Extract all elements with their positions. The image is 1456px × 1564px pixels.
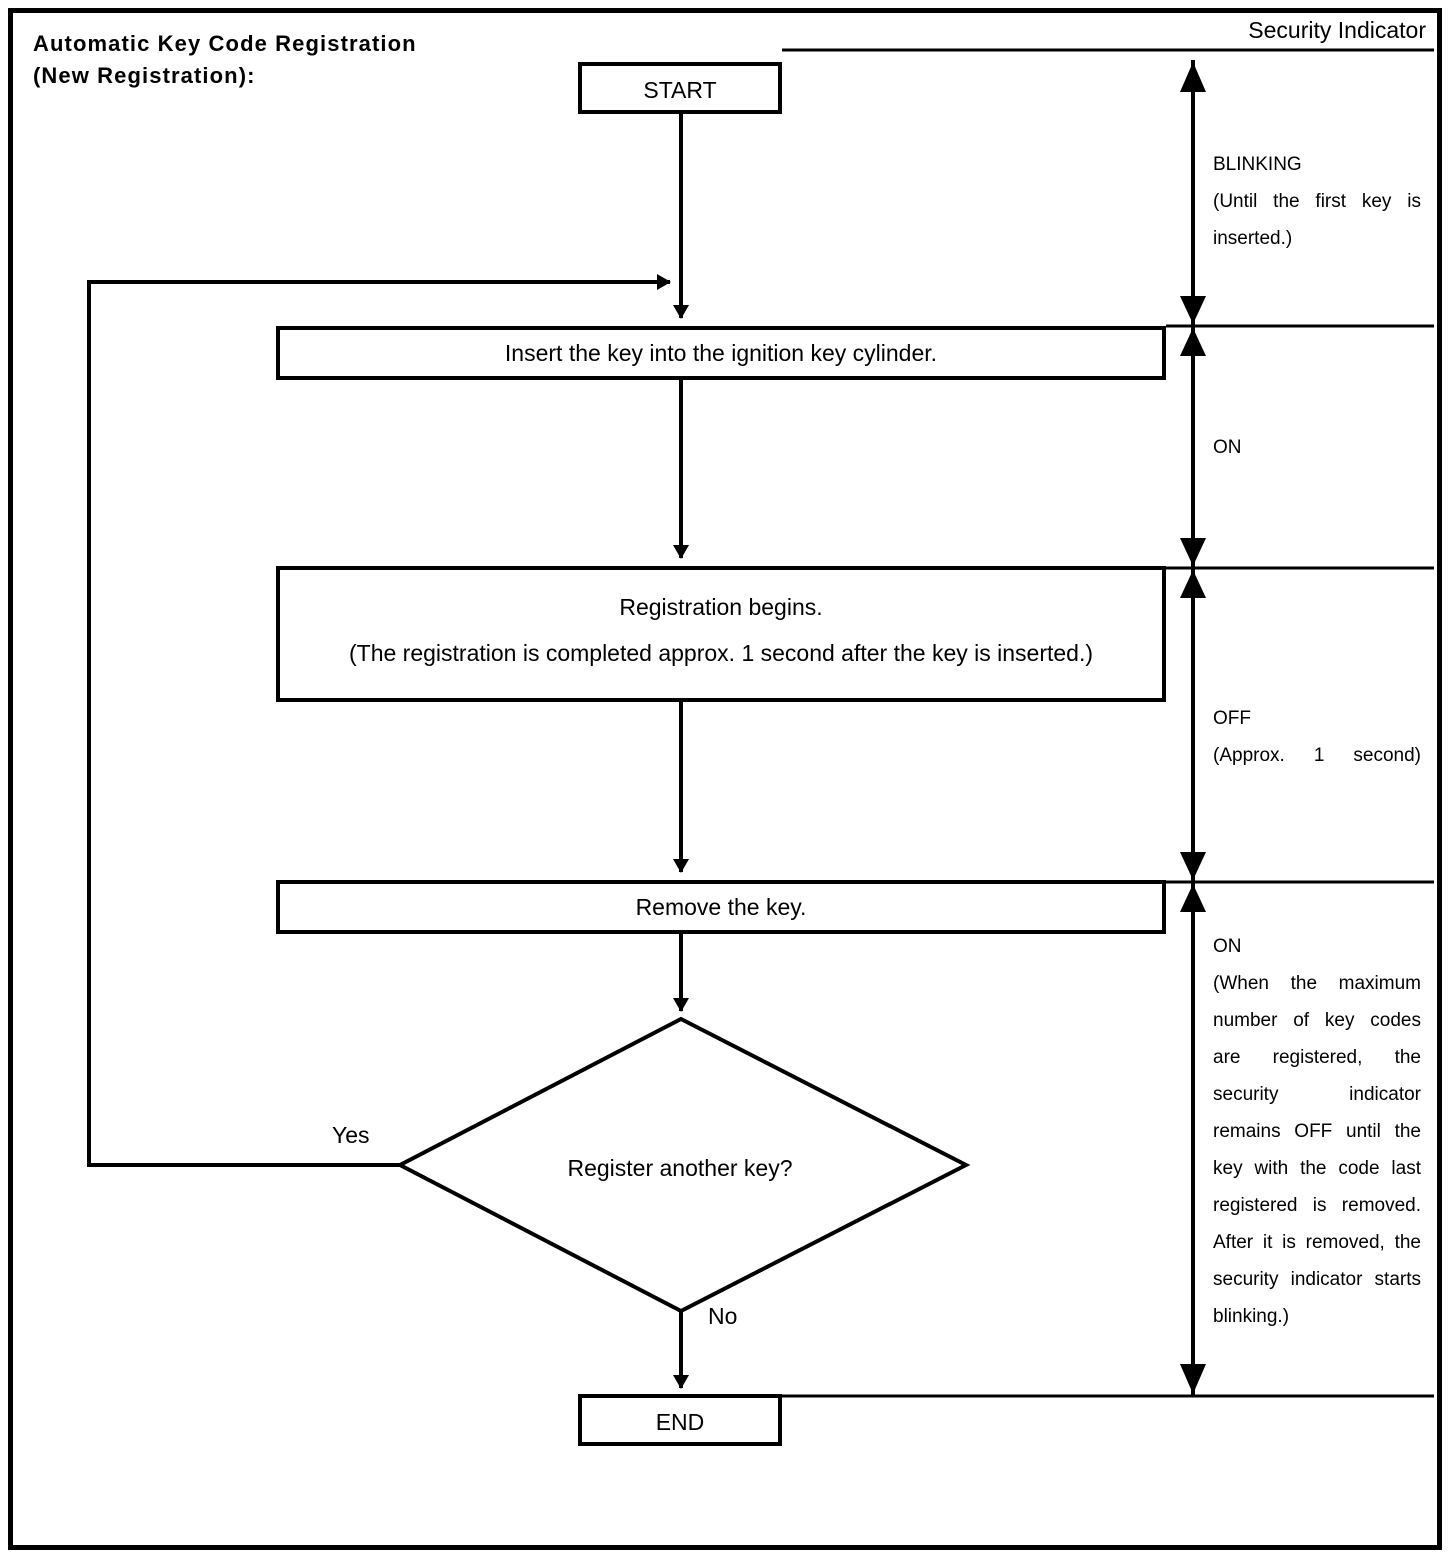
security-indicator-header: Security Indicator [1248, 17, 1426, 43]
span-blinking-arrow-up [1180, 62, 1206, 92]
node-end-box [578, 1394, 782, 1446]
page-title: Automatic Key Code Registration (New Reg… [33, 28, 417, 92]
annotation-on-first-state: ON [1213, 437, 1242, 458]
span-on-first-arrow-up [1180, 328, 1206, 356]
span-on-second-arrow-up [1180, 884, 1206, 912]
annotation-blinking-state: BLINKING [1213, 154, 1302, 175]
span-on-second-arrow-down [1180, 1364, 1206, 1394]
node-registration-begins-box [276, 566, 1166, 702]
annotation-on-second: ON (When the maximum number of key codes… [1213, 928, 1421, 1373]
span-off-arrow-up [1180, 570, 1206, 598]
node-register-another-diamond [395, 1016, 971, 1314]
annotation-on-second-state: ON [1213, 936, 1242, 957]
outer-frame-border [8, 8, 1442, 1550]
annotation-off-state: OFF [1213, 708, 1251, 729]
page-title-line1: Automatic Key Code Registration [33, 31, 417, 56]
node-insert-key-box [276, 326, 1166, 380]
edge-label-no: No [708, 1303, 738, 1329]
span-blinking-arrow-down [1180, 296, 1206, 324]
annotation-blinking: BLINKING (Until the first key is inserte… [1213, 146, 1421, 294]
node-remove-key-box [276, 880, 1166, 934]
node-start-box [578, 62, 782, 114]
page-title-line2: (New Registration): [33, 62, 256, 88]
annotation-off-detail: (Approx. 1 second) [1213, 745, 1421, 767]
annotation-off: OFF (Approx. 1 second) [1213, 700, 1421, 811]
edge-label-yes: Yes [332, 1122, 370, 1148]
annotation-blinking-detail: (Until the first key is inserted.) [1213, 191, 1421, 250]
annotation-on-second-detail: (When the maximum number of key codes ar… [1213, 973, 1421, 1328]
edge-decision-yes-loop [87, 274, 671, 1167]
span-on-first-arrow-down [1180, 538, 1206, 566]
span-off-arrow-down [1180, 852, 1206, 880]
annotation-on-first: ON [1213, 429, 1421, 466]
